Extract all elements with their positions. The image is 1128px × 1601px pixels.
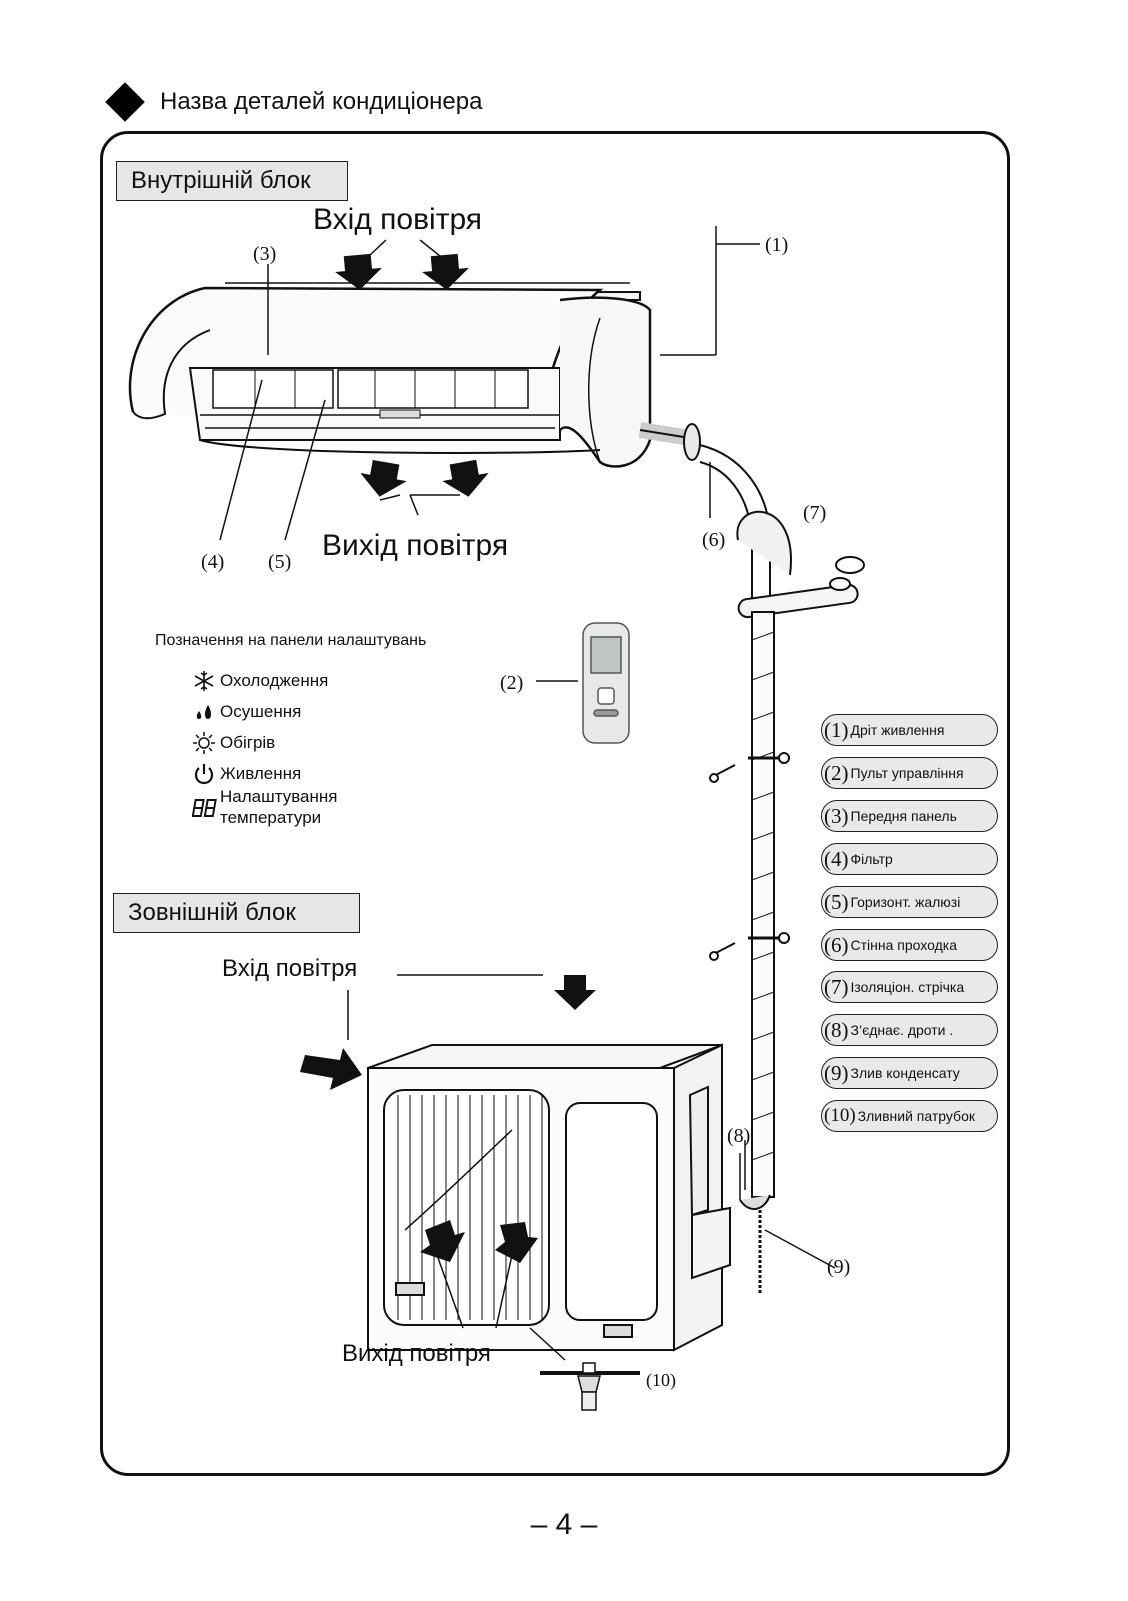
outdoor-unit bbox=[367, 1043, 731, 1352]
legend-item-power: Живлення bbox=[192, 763, 301, 785]
part-item-9: (9)Злив конденсату bbox=[821, 1057, 998, 1089]
callout-6: (6) bbox=[702, 529, 726, 551]
snowflake-icon bbox=[194, 671, 214, 691]
remote-control bbox=[582, 622, 630, 744]
diagram-frame bbox=[100, 131, 1010, 1476]
outdoor-air-in-label: Вхід повітря bbox=[222, 955, 358, 982]
legend-label-power: Живлення bbox=[220, 764, 302, 783]
indoor-air-arrows bbox=[335, 253, 489, 497]
callout-1: (1) bbox=[765, 234, 789, 256]
part-item-7: (7) Ізоляціон. стрічка bbox=[821, 971, 998, 1003]
page-number: – 4 – bbox=[530, 1508, 598, 1541]
drain-elbow bbox=[540, 1362, 640, 1411]
indoor-unit bbox=[128, 282, 771, 600]
page-title: Назва деталей кондиціонера bbox=[160, 88, 483, 115]
legend-label-drying: Осушення bbox=[220, 702, 302, 721]
callout-7: (7) bbox=[803, 502, 827, 524]
legend-item-cooling: Охолодження bbox=[192, 670, 328, 692]
outdoor-leader-lines bbox=[347, 974, 741, 1361]
sun-icon bbox=[193, 732, 215, 754]
legend-label-temperature-line1: Налаштування bbox=[220, 787, 338, 806]
part-item-4: (4)Фільтр bbox=[821, 843, 998, 875]
part-item-2: (2)Пульт управління bbox=[821, 757, 998, 789]
callout-9: (9) bbox=[827, 1256, 851, 1278]
legend-label-temperature-line2: температури bbox=[220, 808, 322, 827]
callout-2: (2) bbox=[500, 672, 524, 694]
indoor-leader-lines bbox=[219, 226, 760, 682]
part-item-10: (10)Зливний патрубок bbox=[821, 1100, 998, 1132]
callout-8: (8) bbox=[727, 1125, 751, 1147]
pipe-bundle bbox=[709, 510, 865, 1295]
indoor-unit-section-label: Внутрішній блок bbox=[116, 161, 348, 201]
control-panel-title: Позначення на панели налаштувань bbox=[155, 632, 427, 649]
indoor-air-in-label: Вхід повітря bbox=[313, 203, 483, 236]
callout-10: (10) bbox=[646, 1370, 676, 1390]
legend-label-heating: Обігрів bbox=[220, 733, 276, 752]
indoor-air-out-label: Вихід повітря bbox=[322, 529, 509, 562]
outdoor-unit-section-label: Зовнішній блок bbox=[113, 893, 360, 933]
power-icon bbox=[194, 764, 214, 785]
part-item-6: (6)Стінна проходка bbox=[821, 929, 998, 961]
segment-display-icon bbox=[192, 799, 217, 817]
callout-4: (4) bbox=[201, 551, 225, 573]
callout-3: (3) bbox=[253, 243, 277, 265]
part-item-1: (1)Дріт живлення bbox=[821, 714, 998, 746]
droplets-icon bbox=[196, 705, 211, 719]
legend-label-cooling: Охолодження bbox=[220, 671, 329, 690]
part-item-3: (3)Передня панель bbox=[821, 800, 998, 832]
legend-item-drying: Осушення bbox=[192, 701, 301, 723]
outdoor-air-out-label: Вихід повітря bbox=[342, 1340, 491, 1367]
part-item-5: (5)Горизонт. жалюзі bbox=[821, 886, 998, 918]
legend-item-heating: Обігрів bbox=[192, 732, 275, 754]
outdoor-air-arrows bbox=[300, 975, 596, 1263]
callout-5: (5) bbox=[268, 551, 292, 573]
part-item-8: (8)З’єднає. дроти . bbox=[821, 1014, 998, 1046]
